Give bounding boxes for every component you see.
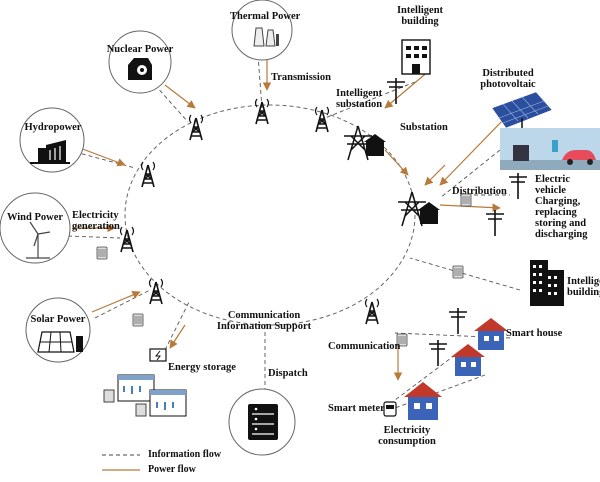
- distribution-substation-icon: [397, 191, 440, 227]
- label-substation: Substation: [400, 122, 448, 133]
- label-distributed-pv: Distributed photovoltaic: [480, 68, 536, 91]
- label-nuclear-power: Nuclear Power: [106, 44, 174, 55]
- label-hydropower: Hydropower: [24, 122, 82, 133]
- grid-ring: [124, 104, 416, 326]
- label-thermal-power: Thermal Power: [230, 11, 301, 22]
- intelligent-building-right-icon: [530, 260, 564, 306]
- label-smart-house: Smart house: [506, 328, 563, 339]
- thermal-plant-icon: [253, 27, 279, 47]
- label-electricity-generation: Electricity generation: [72, 210, 120, 233]
- smart-houses-icon: [404, 318, 508, 420]
- label-communication-support: Communication Information Support: [216, 310, 312, 333]
- label-energy-storage: Energy storage: [168, 362, 236, 373]
- label-intelligent-substation: Intelligent substation: [336, 88, 383, 111]
- label-intelligent-building-top: Intelligent building: [396, 5, 444, 28]
- intelligent-substation-icon: [343, 125, 386, 161]
- label-solar-power: Solar Power: [30, 314, 86, 325]
- intelligent-building-top-icon: [401, 39, 431, 75]
- legend-lines: [102, 454, 140, 471]
- label-communication: Communication: [328, 341, 401, 352]
- label-wind-power: Wind Power: [6, 212, 64, 223]
- smart-meter-icon: [383, 401, 397, 417]
- distributed-pv-icon: [491, 91, 553, 135]
- energy-storage-icon: [103, 348, 187, 417]
- dispatch-server-icon: [248, 404, 278, 440]
- legend-information-flow: Information flow: [148, 449, 222, 460]
- info-flow-lines: [67, 54, 521, 409]
- label-electricity-consumption: Electricity consumption: [378, 425, 436, 448]
- hydro-plant-icon: [30, 140, 70, 164]
- label-transmission: Transmission: [271, 72, 331, 83]
- label-intelligent-building-right: Intelligent building: [567, 276, 600, 299]
- solar-panel-icon: [37, 331, 83, 353]
- signal-towers: [119, 98, 380, 325]
- label-electric-vehicle: Electric vehicle Charging, replacing sto…: [535, 174, 588, 241]
- label-smart-meter: Smart meter: [328, 403, 385, 414]
- label-dispatch: Dispatch: [268, 368, 308, 379]
- wind-turbine-icon: [26, 221, 51, 259]
- nuclear-plant-icon: [128, 58, 152, 80]
- label-distribution: Distribution: [452, 186, 507, 197]
- legend-power-flow: Power flow: [148, 464, 196, 475]
- power-flow-arrows: [72, 58, 506, 381]
- ev-charging-image: [500, 128, 600, 170]
